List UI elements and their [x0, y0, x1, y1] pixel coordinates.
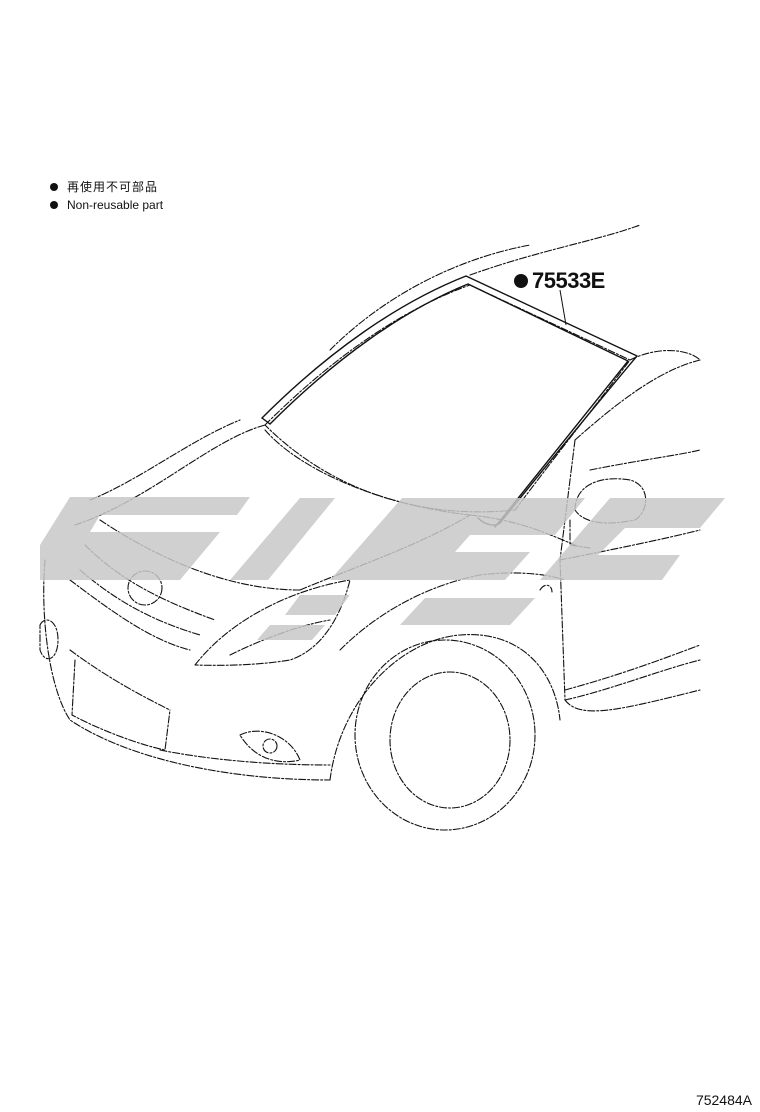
hood-left-line: [89, 419, 241, 501]
wheel-arch: [329, 634, 561, 781]
door-sill: [564, 659, 701, 701]
legend-row-japanese: 再使用不可部品: [50, 178, 163, 196]
emblem: [127, 570, 163, 606]
fender-side-marker: [539, 584, 553, 593]
grille-bars: [79, 569, 201, 636]
headlamp-inner: [229, 619, 331, 656]
roof-line: [329, 244, 531, 351]
drawing-code: 752484A: [695, 1092, 752, 1108]
hood-center-line: [264, 429, 471, 516]
bullet-icon: [50, 183, 58, 191]
fog-lamp-left: [39, 619, 59, 660]
bumper-line: [69, 649, 171, 711]
fog-lamp-right-light: [262, 738, 278, 754]
non-reusable-bullet-icon: [514, 274, 528, 288]
moulding-outer: [261, 275, 638, 524]
bumper-lower: [159, 749, 331, 766]
fender-line: [339, 572, 566, 651]
moulding-inner: [269, 283, 629, 528]
a-pillar: [629, 349, 701, 361]
side-mirror: [574, 478, 647, 524]
moulding-top-end: [261, 417, 271, 425]
door-crease: [559, 529, 701, 561]
body-side-line: [564, 689, 701, 712]
bullet-icon: [50, 201, 58, 209]
roof-rear-line: [469, 224, 641, 276]
door-window-line: [589, 449, 701, 471]
legend-row-english: Non-reusable part: [50, 196, 163, 214]
grille-upper: [84, 544, 216, 621]
legend: 再使用不可部品 Non-reusable part: [50, 178, 163, 214]
door-front-edge: [559, 439, 576, 701]
leader-line: [559, 289, 567, 326]
legend-text-english: Non-reusable part: [67, 198, 164, 212]
fog-lamp-right: [239, 730, 301, 763]
wheel-rim: [389, 671, 511, 809]
front-face: [43, 559, 331, 781]
cowl-line: [299, 514, 471, 591]
door-frame: [574, 359, 701, 441]
fender-top: [469, 514, 576, 546]
part-number-callout[interactable]: 75533E: [514, 268, 605, 294]
headlamp: [194, 579, 351, 666]
tire: [354, 639, 536, 831]
lower-grille: [71, 659, 171, 751]
grille-lower: [69, 579, 191, 651]
door-lower-line: [564, 644, 701, 691]
part-number: 75533E: [532, 268, 605, 293]
legend-text-japanese: 再使用不可部品: [67, 180, 159, 194]
hood-front-edge: [74, 424, 266, 526]
windshield-outline: [264, 284, 631, 513]
